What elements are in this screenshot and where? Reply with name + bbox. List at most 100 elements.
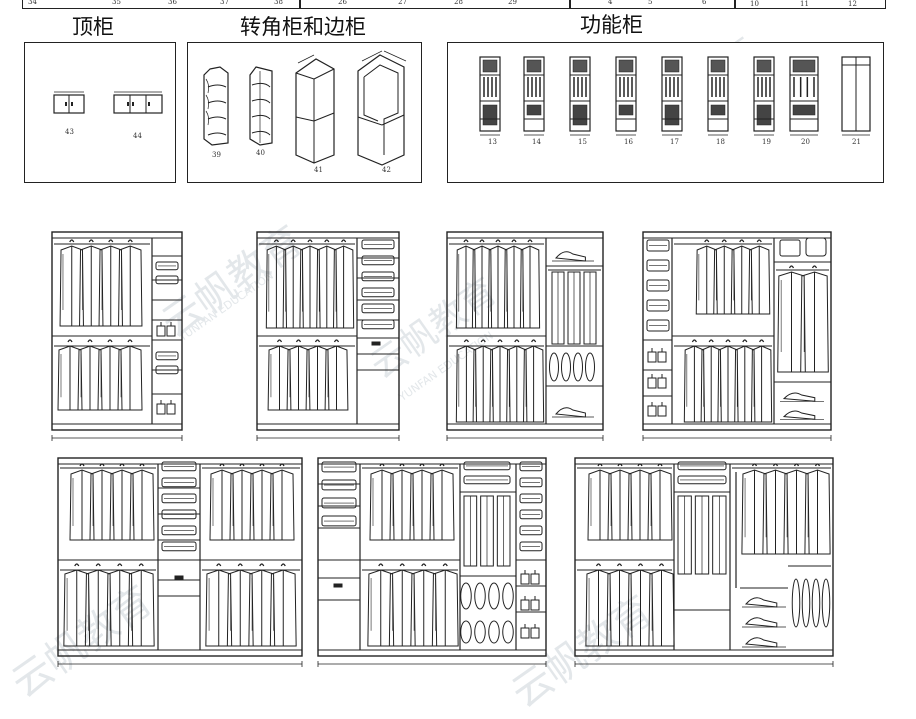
coat-icon — [783, 463, 810, 555]
coat-icon — [84, 563, 112, 647]
item-number: 41 — [314, 166, 323, 174]
coat-icon — [269, 563, 297, 647]
item-number: 39 — [212, 151, 221, 159]
coat-icon — [282, 239, 304, 329]
coat-icon — [730, 239, 753, 315]
corner-cabinet-41-drawing — [295, 54, 335, 164]
bottle-icon — [647, 374, 657, 389]
coat-icon — [606, 563, 633, 647]
folded-clothes-icon — [361, 255, 395, 266]
coat-icon — [713, 239, 736, 315]
item-number: 20 — [801, 138, 810, 146]
coat-icon — [98, 239, 123, 327]
coat-icon — [265, 239, 287, 329]
folded-clothes-icon — [519, 509, 543, 520]
folded-clothes-icon — [646, 319, 670, 332]
item-number: 26 — [338, 0, 347, 6]
tie-rack-icon — [460, 620, 514, 644]
bottle-icon — [530, 624, 540, 639]
trousers-icon — [583, 271, 597, 345]
coat-icon — [607, 463, 633, 541]
item-number: 5 — [648, 0, 653, 6]
wardrobe-1 — [51, 231, 183, 441]
coat-icon — [69, 463, 95, 541]
coat-icon — [79, 239, 104, 327]
coat-icon — [734, 339, 756, 423]
coat-icon — [267, 339, 292, 411]
folded-clothes-icon — [155, 261, 179, 271]
coat-icon — [127, 563, 155, 647]
function-cabinet-drawings — [479, 56, 871, 136]
folded-clothes-icon — [519, 541, 543, 552]
folded-clothes-icon — [361, 287, 395, 298]
folded-clothes-icon — [161, 541, 197, 552]
wardrobe-5 — [57, 457, 303, 667]
folded-clothes-icon — [161, 461, 197, 472]
item-number: 13 — [488, 138, 497, 146]
trousers-icon — [463, 495, 478, 567]
coat-icon — [117, 339, 143, 411]
top-strip: 34 35 36 37 38 26 27 28 29 4 5 6 10 11 1… — [22, 0, 886, 12]
corner-cabinet-40-drawing — [249, 66, 273, 146]
folded-clothes-icon — [321, 515, 357, 527]
item-number: 29 — [508, 0, 517, 6]
wardrobe-3 — [446, 231, 604, 441]
folded-clothes-icon — [321, 479, 357, 491]
function-cabinet-drawing — [841, 56, 871, 136]
coat-icon — [506, 339, 528, 423]
coat-icon — [129, 463, 155, 541]
function-cabinet-drawing — [661, 56, 683, 136]
item-number: 14 — [532, 138, 541, 146]
folded-clothes-icon — [361, 303, 395, 314]
wardrobe-6 — [317, 457, 547, 667]
folded-clothes-icon — [646, 259, 670, 272]
folded-clothes-icon — [463, 475, 511, 485]
coat-icon — [472, 339, 494, 423]
function-cabinet-drawing — [523, 56, 545, 136]
item-number: 4 — [608, 0, 613, 6]
top-strip-box — [22, 0, 300, 9]
bottle-icon — [530, 596, 540, 611]
corner-cabinet-panel: 39 40 41 42 — [187, 42, 422, 183]
bottle-icon — [156, 322, 166, 337]
bottle-icon — [647, 402, 657, 417]
coat-icon — [429, 463, 455, 541]
coat-icon — [683, 339, 705, 423]
folded-clothes-icon — [155, 275, 179, 285]
folded-clothes-icon — [161, 477, 197, 488]
folded-clothes-icon — [463, 461, 511, 471]
coat-icon — [627, 563, 654, 647]
coat-icon — [269, 463, 295, 541]
coat-icon — [388, 563, 416, 647]
function-cabinet-drawing — [479, 56, 501, 136]
trousers-icon — [480, 495, 494, 567]
trousers-icon — [567, 271, 581, 345]
folded-clothes-icon — [155, 365, 179, 375]
coat-icon — [700, 339, 722, 423]
top-strip-box — [570, 0, 735, 9]
coat-icon — [585, 563, 612, 647]
item-number: 28 — [454, 0, 463, 6]
coat-icon — [648, 563, 675, 647]
item-number: 6 — [702, 0, 707, 6]
item-number: 16 — [624, 138, 633, 146]
coat-icon — [717, 339, 739, 423]
bottle-icon — [520, 624, 530, 639]
coat-icon — [205, 563, 233, 647]
item-number: 15 — [578, 138, 587, 146]
coat-icon — [316, 239, 338, 329]
function-cabinet-panel: 13 14 15 16 17 18 19 20 21 — [447, 42, 884, 183]
top-strip-box — [735, 0, 886, 9]
top-strip-box — [300, 0, 570, 9]
coat-icon — [109, 463, 135, 541]
bottle-icon — [156, 400, 166, 415]
item-number: 17 — [670, 138, 679, 146]
bottle-icon — [166, 322, 176, 337]
folded-clothes-icon — [155, 351, 179, 361]
bottle-icon — [530, 570, 540, 585]
coat-icon — [751, 339, 773, 423]
folded-clothes-icon — [519, 525, 543, 536]
item-number: 10 — [750, 0, 759, 8]
coat-icon — [804, 463, 831, 555]
section-title-corner-cabinet: 转角柜和边柜 — [240, 15, 366, 39]
